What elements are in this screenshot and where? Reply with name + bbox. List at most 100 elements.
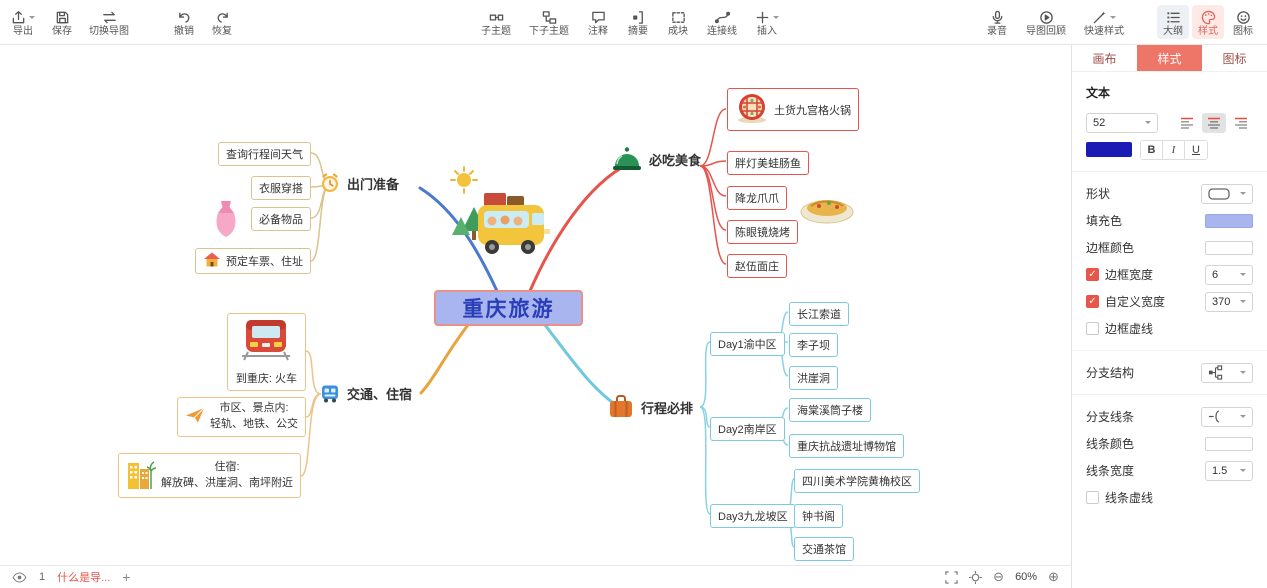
- summary-button[interactable]: 摘要: [622, 5, 654, 39]
- caret-down-icon: [1240, 371, 1246, 377]
- tab-style[interactable]: 样式: [1137, 45, 1202, 71]
- switch-map-button[interactable]: 切换导图: [84, 5, 134, 39]
- save-button[interactable]: 保存: [46, 5, 78, 39]
- line-dash-checkbox[interactable]: [1086, 491, 1099, 504]
- tab-icon[interactable]: 图标: [1202, 45, 1267, 71]
- custom-width-select[interactable]: 370: [1205, 291, 1253, 312]
- align-right-button[interactable]: [1229, 113, 1253, 133]
- caret-down-icon: [1240, 469, 1246, 475]
- connector-label: 连接线: [707, 26, 737, 37]
- line-width-select[interactable]: 1.5: [1205, 460, 1253, 481]
- locate-center-icon[interactable]: [969, 570, 983, 584]
- zoom-in-button[interactable]: [1048, 569, 1059, 585]
- subtopic-button[interactable]: 子主题: [476, 5, 516, 39]
- connector-button[interactable]: 连接线: [702, 5, 742, 39]
- toolbar-group-insert: 子主题 下子主题 注释 摘要: [476, 5, 784, 39]
- border-dash-checkbox[interactable]: [1086, 322, 1099, 335]
- topic-frog-fish[interactable]: 胖灯美蛙肠鱼: [727, 151, 809, 175]
- border-width-select[interactable]: 6: [1205, 264, 1253, 285]
- zoom-level: 60%: [1015, 571, 1038, 583]
- topic-xianglong-claws[interactable]: 降龙爪爪: [727, 186, 787, 210]
- block-label: 成块: [668, 26, 688, 37]
- central-topic[interactable]: 重庆旅游: [434, 290, 583, 326]
- align-left-button[interactable]: [1175, 113, 1199, 133]
- custom-width-checkbox[interactable]: [1086, 295, 1099, 308]
- sheet-tab[interactable]: 什么是导...: [57, 572, 111, 584]
- sub-subtopic-button[interactable]: 下子主题: [524, 5, 574, 39]
- font-color-swatch[interactable]: [1086, 142, 1132, 157]
- border-color-swatch[interactable]: [1205, 240, 1253, 255]
- add-sheet-button[interactable]: [122, 569, 130, 585]
- topic-lodging[interactable]: 住宿: 解放碑、洪崖洞、南坪附近: [118, 453, 301, 498]
- topic-haitangxi[interactable]: 海棠溪筒子楼: [789, 398, 871, 422]
- mindmap-canvas[interactable]: 重庆旅游 出门准备 查询行程间天气 衣服穿搭: [0, 45, 1071, 565]
- topic-teahouse[interactable]: 交通茶馆: [794, 537, 854, 561]
- font-size-select[interactable]: 52: [1086, 112, 1158, 133]
- line-dash-label: 线条虚线: [1105, 491, 1154, 505]
- branch-structure-label: 分支结构: [1086, 366, 1135, 380]
- topic-day2[interactable]: Day2南岸区: [710, 417, 785, 441]
- topic-text: 土货九宫格火锅: [774, 104, 851, 117]
- align-center-button[interactable]: [1202, 112, 1226, 133]
- fit-screen-icon[interactable]: [945, 570, 958, 584]
- caret-down-icon: [1240, 192, 1246, 198]
- topic-essentials[interactable]: 必备物品: [251, 207, 311, 231]
- bold-button[interactable]: B: [1141, 140, 1163, 159]
- topic-weather[interactable]: 查询行程间天气: [218, 142, 311, 166]
- eye-icon[interactable]: [12, 571, 27, 583]
- branch-label-text: 出门准备: [347, 176, 400, 192]
- topic-hongyadong[interactable]: 洪崖洞: [789, 366, 838, 390]
- underline-button[interactable]: U: [1185, 140, 1207, 159]
- italic-button[interactable]: I: [1163, 140, 1185, 159]
- topic-text: 到重庆: 火车: [235, 373, 297, 385]
- style-panel-button[interactable]: 样式: [1192, 5, 1224, 39]
- topic-day3[interactable]: Day3九龙坡区: [710, 504, 796, 528]
- zoom-out-button[interactable]: [993, 569, 1004, 585]
- topic-clothing[interactable]: 衣服穿搭: [251, 176, 311, 200]
- undo-label: 撤销: [174, 26, 194, 37]
- fill-color-swatch[interactable]: [1205, 213, 1253, 228]
- topic-war-museum[interactable]: 重庆抗战遗址博物馆: [789, 434, 904, 458]
- caret-down-icon: [1110, 16, 1116, 22]
- custom-width-label: 自定义宽度: [1105, 295, 1166, 309]
- record-button[interactable]: 录音: [981, 5, 1013, 39]
- topic-bbq[interactable]: 陈眼镜烧烤: [727, 220, 798, 244]
- sub-subtopic-icon: [542, 9, 557, 25]
- border-width-checkbox[interactable]: [1086, 268, 1099, 281]
- shape-select[interactable]: [1201, 183, 1253, 204]
- canvas-column: 重庆旅游 出门准备 查询行程间天气 衣服穿搭: [0, 45, 1071, 588]
- branch-food[interactable]: 必吃美食: [612, 146, 701, 173]
- topic-day1[interactable]: Day1渝中区: [710, 332, 785, 356]
- topic-cableway[interactable]: 长江索道: [789, 302, 849, 326]
- redo-button[interactable]: 恢复: [206, 5, 238, 39]
- topic-text: 住宿: 解放碑、洪崖洞、南坪附近: [161, 460, 293, 489]
- topic-zhongshuge[interactable]: 钟书阁: [794, 504, 843, 528]
- topic-hotpot[interactable]: 土货九宫格火锅: [727, 88, 859, 131]
- smiley-icon: [1236, 9, 1251, 25]
- topic-city-transit[interactable]: 市区、景点内: 轻轨、地铁、公交: [177, 397, 306, 437]
- tab-canvas[interactable]: 画布: [1072, 45, 1137, 71]
- topic-train-to-chongqing[interactable]: 到重庆: 火车: [226, 313, 306, 391]
- branch-line-select[interactable]: [1201, 406, 1253, 427]
- quick-style-button[interactable]: 快速样式: [1079, 5, 1129, 39]
- outline-button[interactable]: 大纲: [1157, 5, 1189, 39]
- panel-body: 文本 52: [1072, 72, 1267, 511]
- block-button[interactable]: 成块: [662, 5, 694, 39]
- topic-booking[interactable]: 预定车票、住址: [195, 248, 311, 274]
- map-replay-button[interactable]: 导图回顾: [1021, 5, 1071, 39]
- topic-art-academy[interactable]: 四川美术学院黄桷校区: [794, 469, 920, 493]
- connector-icon: [714, 9, 730, 25]
- note-button[interactable]: 注释: [582, 5, 614, 39]
- branch-transport[interactable]: 交通、住宿: [320, 383, 412, 403]
- branch-preparation[interactable]: 出门准备: [320, 173, 399, 193]
- curve-line-icon: [1208, 410, 1220, 423]
- line-color-swatch[interactable]: [1205, 436, 1253, 451]
- topic-noodle-house[interactable]: 赵伍面庄: [727, 254, 787, 278]
- undo-button[interactable]: 撤销: [168, 5, 200, 39]
- export-button[interactable]: 导出: [6, 5, 40, 39]
- icon-panel-button[interactable]: 图标: [1227, 5, 1259, 39]
- insert-button[interactable]: 插入: [750, 5, 784, 39]
- topic-liziba[interactable]: 李子坝: [789, 333, 838, 357]
- branch-structure-select[interactable]: [1201, 362, 1253, 383]
- branch-itinerary[interactable]: 行程必排: [608, 394, 693, 420]
